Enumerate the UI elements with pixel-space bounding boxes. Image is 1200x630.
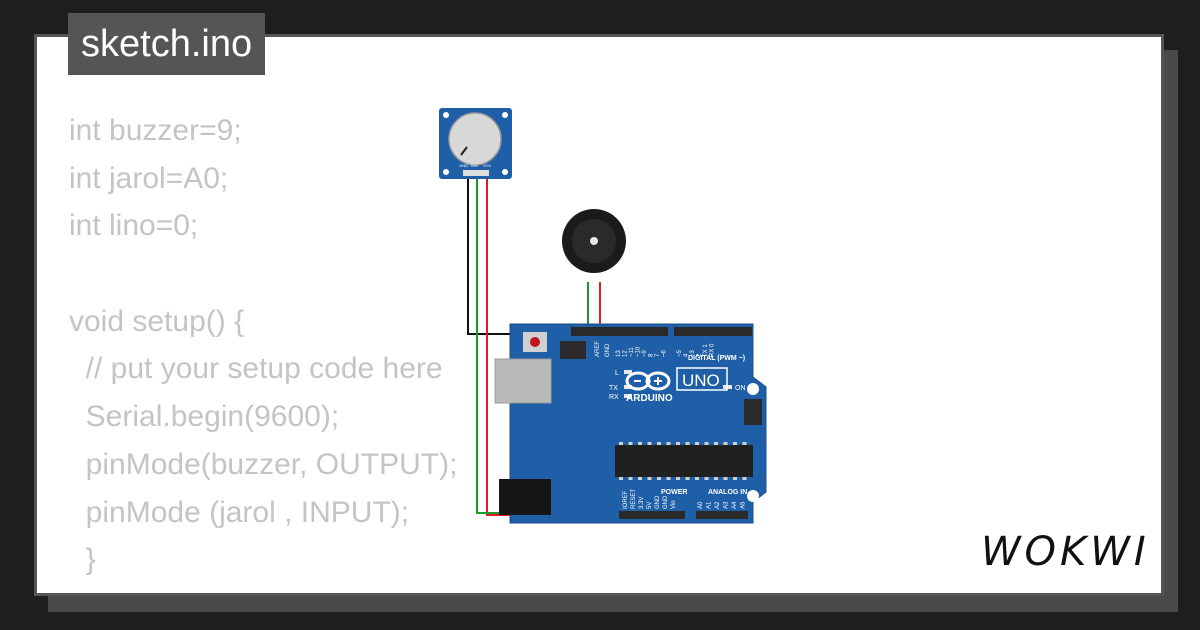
code-line: int lino=0; <box>69 209 199 243</box>
chip-pin <box>723 477 728 480</box>
power-pin-label: GND <box>655 495 661 509</box>
pot-pin-sig: SIG <box>471 163 478 168</box>
analog-pin-label: A1 <box>707 501 713 509</box>
power-label: POWER <box>661 489 687 496</box>
digital-pin-label: 8 <box>649 353 655 357</box>
board-model: UNO <box>682 371 720 390</box>
power-pin-label: Vin <box>671 500 677 509</box>
power-pin-label: 5V <box>647 502 653 509</box>
chip-pin <box>704 442 709 445</box>
code-line: // put your setup code here <box>69 352 443 386</box>
chip-pin <box>742 442 747 445</box>
chip-pin <box>657 477 661 480</box>
chip-pin <box>628 442 633 445</box>
led-rx-label: RX <box>609 394 619 401</box>
chip-pin <box>647 442 652 445</box>
chip-pin <box>723 442 728 445</box>
potentiometer[interactable]: GND SIG VCC <box>439 108 512 179</box>
analog-header <box>696 511 748 519</box>
code-line: pinMode (jarol , INPUT); <box>69 495 410 529</box>
digital-header-left <box>571 327 668 336</box>
digital-pin-label: 2 <box>697 353 703 357</box>
digital-pin-label: ~6 <box>662 349 668 357</box>
digital-pin-label: ~10 <box>636 346 642 357</box>
digital-pin-label: 7 <box>655 353 661 357</box>
chip-pin <box>676 442 680 445</box>
power-jack <box>499 479 551 515</box>
chip-pin <box>695 442 699 445</box>
led-l-label: L <box>615 370 619 377</box>
digital-pin-label: ~9 <box>642 349 648 357</box>
chip-pin <box>638 442 642 445</box>
digital-pin-label: TX 1 <box>703 344 709 357</box>
analog-pin-label: A4 <box>732 501 738 509</box>
power-header <box>619 511 685 519</box>
chip-pin <box>742 477 747 480</box>
chip-pin <box>657 442 661 445</box>
code-line: Serial.begin(9600); <box>69 400 340 434</box>
chip-pin <box>714 477 718 480</box>
analog-label: ANALOG IN <box>708 489 747 496</box>
power-pin-label: RESET <box>631 489 637 509</box>
code-preview: int buzzer=9; int jarol=A0; int lino=0; voi… <box>69 107 457 584</box>
led-tx-label: TX <box>609 385 618 392</box>
digital-pin-label: 13 <box>616 350 622 357</box>
chip-pin <box>666 477 671 480</box>
analog-pin-label: A2 <box>715 501 721 509</box>
digital-header-right <box>674 327 752 336</box>
aref-label: AREF <box>595 341 601 357</box>
chip-pin <box>619 477 623 480</box>
chip-pin <box>619 442 623 445</box>
circuit-diagram: GND SIG VCC DIGITAL (PWM ~) <box>439 108 767 524</box>
wokwi-logo-text: WOKWI <box>981 529 1150 575</box>
usb-port <box>494 358 552 404</box>
power-pin-label: 3.3V <box>639 497 645 509</box>
analog-pin-label: A3 <box>724 501 730 509</box>
digital-pin-label: ~11 <box>629 347 635 357</box>
code-line: void setup() { <box>69 304 245 338</box>
chip-pin <box>733 442 737 445</box>
analog-pin-label: A0 <box>698 501 704 509</box>
digital-header-label: DIGITAL (PWM ~) <box>688 355 745 362</box>
arduino-logo-icon <box>625 371 671 391</box>
code-line: int jarol=A0; <box>69 161 229 195</box>
chip-pin <box>685 477 690 480</box>
project-card: int buzzer=9; int jarol=A0; int lino=0; voi… <box>34 34 1164 596</box>
analog-pin-label: A5 <box>741 501 747 509</box>
digital-pin-label: 12 <box>623 350 629 357</box>
chip-pin <box>704 477 709 480</box>
code-line: } <box>69 543 96 577</box>
digital-pin-label: 4 <box>684 353 690 357</box>
chip-pin <box>647 477 652 480</box>
wokwi-logo[interactable]: WOKWI <box>979 527 1151 575</box>
chip-pin <box>685 442 690 445</box>
code-line: pinMode(buzzer, OUTPUT); <box>69 447 458 481</box>
file-tab[interactable]: sketch.ino <box>68 13 266 75</box>
led-on-label: ON <box>735 385 746 392</box>
pot-pin-gnd: GND <box>459 163 468 168</box>
chip-pin <box>628 477 633 480</box>
digital-pin-label: ~5 <box>677 349 683 357</box>
power-pin-label: IOREF <box>623 490 629 509</box>
pot-pin-vcc: VCC <box>483 163 492 168</box>
chip-pin <box>733 477 737 480</box>
chip-pin <box>695 477 699 480</box>
board-brand: ARDUINO <box>626 393 673 404</box>
chip-pin <box>666 442 671 445</box>
digital-pin-label: RX 0 <box>710 343 716 357</box>
gnd-label: GND <box>605 343 611 357</box>
potentiometer-knob[interactable] <box>448 112 502 166</box>
digital-pin-label: ~3 <box>690 349 696 357</box>
buzzer-icon[interactable] <box>562 209 626 273</box>
chip-pin <box>638 477 642 480</box>
chip-pin <box>714 442 718 445</box>
microcontroller-chip <box>615 445 753 477</box>
code-line: int buzzer=9; <box>69 114 242 147</box>
power-pin-label: GND <box>663 495 669 509</box>
chip-pin <box>676 477 680 480</box>
